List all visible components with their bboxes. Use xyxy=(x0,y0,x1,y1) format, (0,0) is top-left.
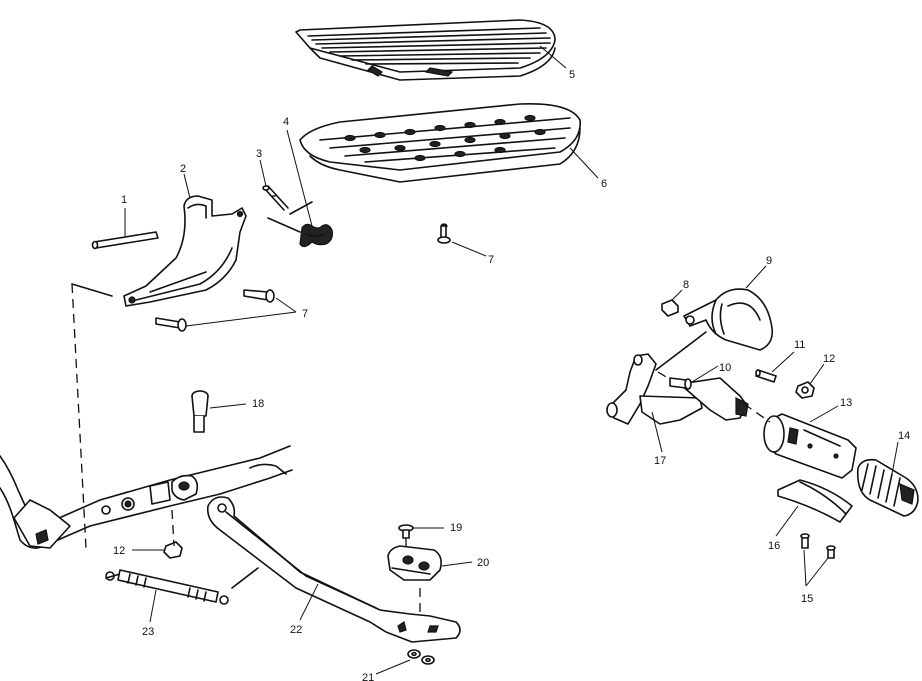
bolt-10 xyxy=(669,377,692,390)
callout-7-upper: 7 xyxy=(488,254,494,266)
callout-19: 19 xyxy=(450,522,462,534)
kickstand-22 xyxy=(206,496,461,643)
callout-13: 13 xyxy=(840,397,852,409)
callout-17: 17 xyxy=(654,455,666,467)
callout-2: 2 xyxy=(180,163,186,175)
callout-6: 6 xyxy=(601,178,607,190)
frame-rail xyxy=(0,445,293,549)
floorboard-upper xyxy=(295,19,556,81)
callout-16: 16 xyxy=(768,540,780,552)
floorboard-bracket xyxy=(123,195,247,307)
callout-5: 5 xyxy=(569,69,575,81)
rubber-boot-9 xyxy=(683,288,774,351)
callout-18: 18 xyxy=(252,398,264,410)
callout-9: 9 xyxy=(766,255,772,267)
callout-14: 14 xyxy=(898,430,910,442)
washers-21 xyxy=(407,649,435,665)
callout-22: 22 xyxy=(290,624,302,636)
callout-12-right: 12 xyxy=(823,353,835,365)
pin-11 xyxy=(755,369,777,383)
rubber-grip-14 xyxy=(856,458,919,517)
footpeg-13 xyxy=(763,413,857,479)
bolt-18 xyxy=(191,390,209,433)
callout-8: 8 xyxy=(683,279,689,291)
screws-15 xyxy=(800,533,836,559)
shift-lever-17 xyxy=(606,353,749,425)
assembly-lines xyxy=(71,195,771,612)
callout-labels: 1 2 3 4 5 6 7 7 8 9 10 11 12 13 14 15 16… xyxy=(113,69,910,681)
screw-19 xyxy=(398,524,414,539)
nut-12-right xyxy=(795,381,815,399)
bolt-bracket-a xyxy=(243,289,275,303)
pivot-pin xyxy=(91,231,159,250)
callout-11: 11 xyxy=(794,339,805,351)
callout-1: 1 xyxy=(121,194,127,206)
spring-23 xyxy=(105,569,229,605)
callout-7-lower: 7 xyxy=(302,308,308,320)
callout-15: 15 xyxy=(801,593,813,605)
leader-lines xyxy=(124,45,899,675)
cotter-pin xyxy=(262,185,289,211)
bolt-upper xyxy=(437,223,451,244)
floorboard-lower xyxy=(299,103,581,183)
callout-3: 3 xyxy=(256,148,262,160)
callout-20: 20 xyxy=(477,557,489,569)
callout-4: 4 xyxy=(283,116,289,128)
pad-20 xyxy=(387,545,442,581)
nut-12-left xyxy=(163,541,183,559)
callout-10: 10 xyxy=(719,362,731,374)
shield-16 xyxy=(777,479,853,523)
torsion-spring xyxy=(267,201,333,248)
callout-23: 23 xyxy=(142,626,154,638)
spacer-8 xyxy=(661,299,679,317)
bolt-bracket-b xyxy=(155,317,187,332)
callout-21: 21 xyxy=(362,672,374,681)
callout-12-left: 12 xyxy=(113,545,125,557)
